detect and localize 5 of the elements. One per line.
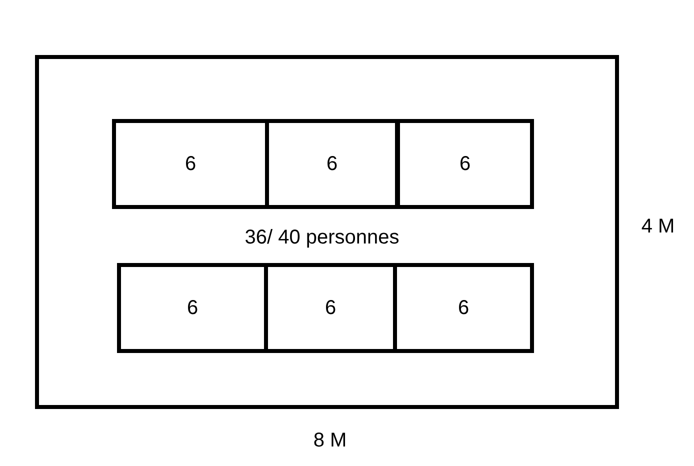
capacity-text: 36/ 40 personnes <box>244 226 400 250</box>
room-outline <box>35 55 619 409</box>
table-box: 6 <box>396 119 534 209</box>
dimension-label: 4 M <box>641 216 675 238</box>
dimension-label: 8 M <box>313 430 347 452</box>
